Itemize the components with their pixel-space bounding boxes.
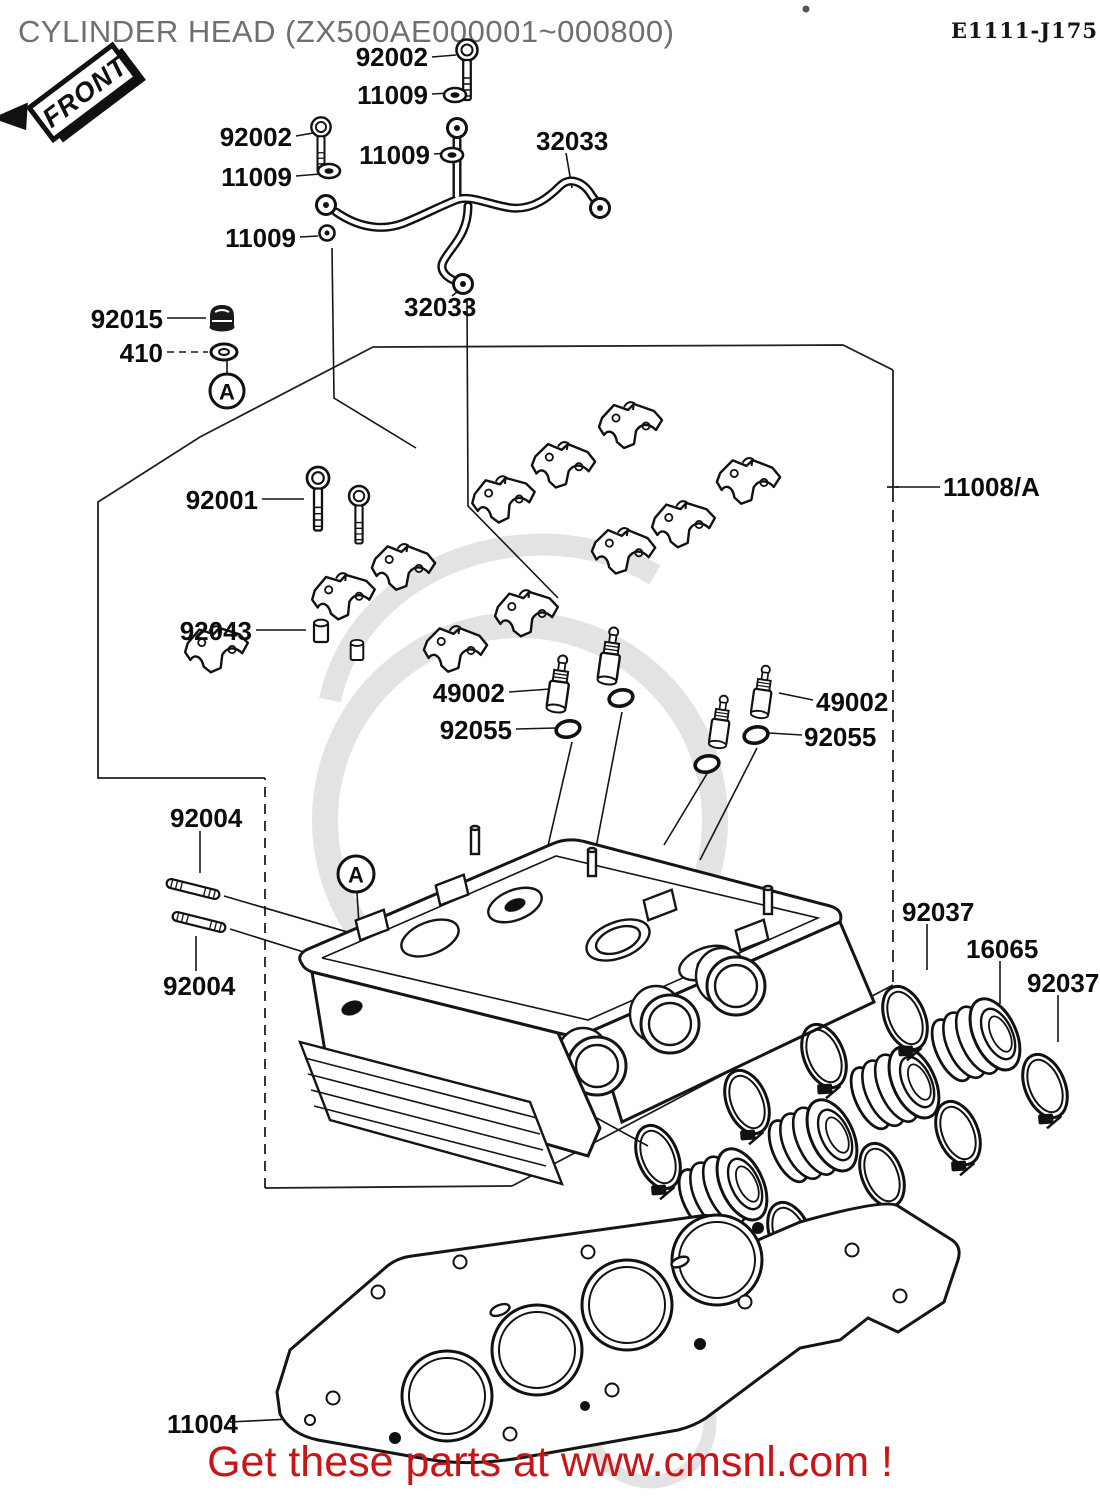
part-label-410: 410 — [120, 338, 163, 368]
dowel-pin-92043-2 — [349, 638, 365, 661]
part-label-32033: 32033 — [404, 292, 476, 322]
part-label-16065: 16065 — [966, 934, 1038, 964]
part-label-92015: 92015 — [91, 304, 163, 334]
front-arrow-icon — [0, 102, 28, 131]
head-gasket-11004 — [275, 1202, 961, 1465]
sealing-washer-410 — [209, 342, 239, 362]
cap-nut-92015 — [209, 305, 235, 332]
cover-studs — [469, 824, 774, 916]
part-label-92001: 92001 — [186, 485, 258, 515]
oil-nozzle-49002-3 — [707, 693, 735, 751]
o-ring-92055-2 — [605, 685, 637, 711]
boot-16065-4 — [922, 989, 1032, 1097]
part-label-92055: 92055 — [804, 722, 876, 752]
part-label-11009: 11009 — [221, 162, 292, 192]
cooling-fins — [298, 1040, 564, 1186]
part-label-11008-A: 11008/A — [943, 472, 1040, 502]
oil-nozzle-49002-4 — [749, 663, 777, 721]
o-ring-92055-4 — [740, 722, 772, 748]
page-title: CYLINDER HEAD (ZX500AE000001~000800) — [18, 14, 675, 49]
o-ring-92055-1 — [552, 716, 584, 742]
leader-lines — [167, 54, 1059, 1423]
part-label-11009: 11009 — [359, 140, 430, 170]
part-label-92043: 92043 — [180, 616, 252, 646]
clamp-92037-8 — [1012, 1046, 1081, 1133]
oil-nozzle-49002-1 — [544, 653, 574, 715]
part-label-92002: 92002 — [356, 42, 428, 72]
ref-marker-a-2: A — [336, 854, 376, 894]
part-label-11009: 11009 — [225, 223, 296, 253]
stud-92004-2 — [170, 910, 228, 934]
front-badge-face — [25, 41, 140, 144]
ref-marker-a-1: A — [208, 372, 246, 410]
washer-11009-3 — [316, 162, 342, 180]
promo-link[interactable]: Get these parts at www.cmsnl.com ! — [207, 1438, 893, 1486]
ref-marker-a-1-text: A — [219, 380, 235, 405]
document-code: E1111-J175 — [951, 18, 1098, 43]
part-label-92004: 92004 — [170, 803, 243, 833]
part-label-32033: 32033 — [536, 126, 608, 156]
part-label-92004: 92004 — [163, 971, 236, 1001]
part-label-92055: 92055 — [440, 715, 512, 745]
front-badge: FRONT — [0, 41, 146, 144]
cylinder-head-body — [298, 824, 876, 1186]
dowel-pin-92043-1 — [312, 618, 330, 644]
part-label-49002: 49002 — [816, 687, 888, 717]
oil-pipe-32033 — [315, 117, 611, 295]
cap-bolt-92001-2 — [347, 484, 371, 545]
part-label-92002: 92002 — [220, 122, 292, 152]
washer-11009-2 — [439, 146, 465, 164]
part-label-92037: 92037 — [1027, 968, 1099, 998]
stud-92004-1 — [164, 877, 222, 901]
part-label-11004: 11004 — [167, 1409, 238, 1439]
part-label-11009: 11009 — [357, 80, 428, 110]
banjo-fittings — [315, 117, 611, 295]
part-label-92037: 92037 — [902, 897, 974, 927]
clamp-92037-7 — [872, 978, 941, 1065]
boot-16065-3 — [841, 1037, 951, 1145]
washer-11009-1 — [442, 86, 468, 104]
boot-16065-2 — [759, 1090, 869, 1198]
cap-bolt-92001-1 — [305, 465, 331, 532]
ref-marker-a-2-text: A — [348, 863, 364, 888]
part-label-49002: 49002 — [433, 678, 505, 708]
part-labels-layer: 92002 11009 92002 11009 32033 11009 11009 32033… — [91, 42, 1100, 1439]
